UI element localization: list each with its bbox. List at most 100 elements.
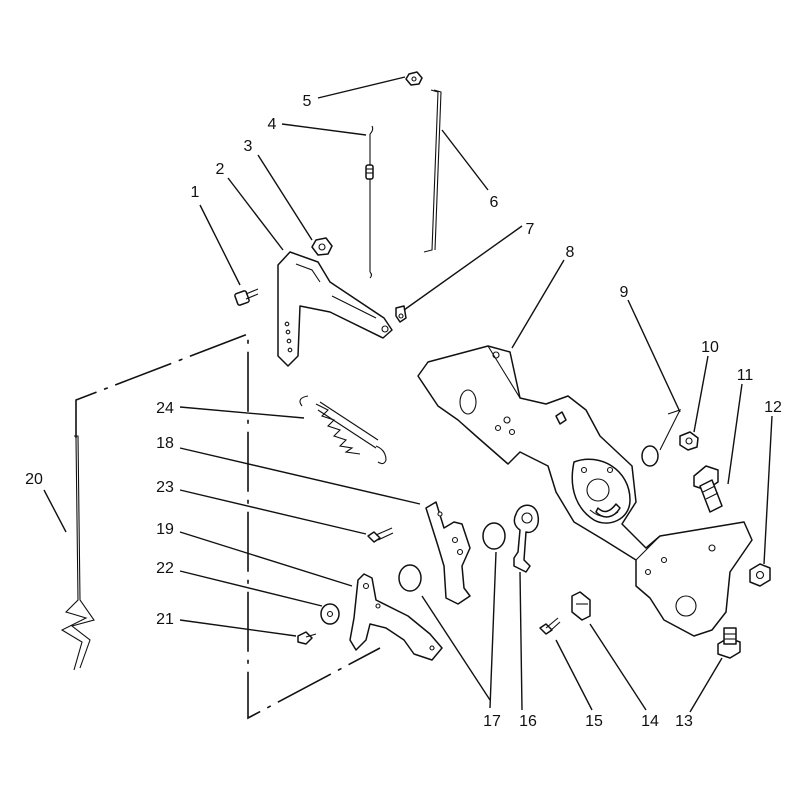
- part-23-leader-line: [179, 489, 367, 535]
- part-12-leader-line: [763, 415, 773, 565]
- part-5-number: 5: [303, 93, 312, 110]
- part-6-rod: [423, 89, 442, 253]
- part-14-clamp: [571, 591, 591, 621]
- part-9-leader-line: [627, 299, 681, 413]
- part-21-number: 21: [156, 611, 174, 628]
- part-7-clip: [395, 305, 407, 323]
- part-18-lever-bracket: [425, 501, 471, 605]
- part-19-linkage-plate: [349, 573, 443, 661]
- assembly-reference-lines: [75, 332, 381, 720]
- part-10-nut: [679, 431, 699, 451]
- part-14-callout: 14: [589, 623, 659, 730]
- part-16-callout: 16: [519, 571, 537, 730]
- part-14-leader-line: [589, 623, 647, 711]
- part-3-number: 3: [244, 138, 253, 155]
- part-4-link-rod: [365, 125, 374, 279]
- part-23-number: 23: [156, 479, 174, 496]
- part-15-callout: 15: [555, 639, 603, 730]
- part-17-washers: [398, 522, 506, 592]
- part-10-leader-line: [693, 355, 709, 433]
- part-13-leader-line: [689, 657, 723, 713]
- part-9-callout: 9: [620, 284, 681, 413]
- part-1-callout: 1: [191, 184, 241, 286]
- part-6-leader-line: [441, 129, 489, 191]
- part-15-screw: [539, 617, 561, 635]
- part-1-bolt: [234, 288, 259, 306]
- part-13-number: 13: [675, 713, 693, 730]
- part-19-number: 19: [156, 521, 174, 538]
- part-21-callout: 21: [156, 611, 297, 637]
- part-11-number: 11: [737, 367, 754, 384]
- part-2-number: 2: [216, 161, 225, 178]
- part-8-control-plate: [417, 345, 753, 637]
- part-7-number: 7: [526, 221, 535, 238]
- part-11-leader-line: [727, 383, 743, 485]
- part-12-number: 12: [764, 399, 782, 416]
- part-4-leader-line: [281, 123, 367, 136]
- part-24-callout: 24: [156, 400, 305, 419]
- part-9-pin: [641, 409, 682, 467]
- part-20-number: 20: [25, 471, 43, 488]
- part-23-callout: 23: [156, 479, 367, 535]
- part-4-number: 4: [268, 116, 277, 133]
- part-10-callout: 10: [693, 339, 719, 433]
- part-10-number: 10: [701, 339, 719, 356]
- part-3-nut: [311, 237, 333, 256]
- part-16-leader-line: [519, 571, 523, 711]
- part-23-screw: [367, 527, 394, 543]
- part-9-number: 9: [620, 284, 629, 301]
- part-24-leader-line: [179, 406, 305, 419]
- part-2-leader-line: [227, 177, 284, 251]
- part-4-callout: 4: [268, 116, 367, 136]
- part-18-callout: 18: [156, 435, 421, 505]
- part-5-leader-line: [317, 76, 406, 99]
- part-17-number: 17: [483, 713, 501, 730]
- part-5-callout: 5: [303, 76, 406, 110]
- part-22-leader-line: [179, 570, 323, 607]
- part-24-number: 24: [156, 400, 174, 417]
- part-7-callout: 7: [403, 221, 535, 311]
- part-21-leader-line: [179, 619, 297, 637]
- part-7-leader-line: [403, 225, 523, 311]
- part-8-callout: 8: [511, 244, 575, 349]
- part-5-nut: [405, 71, 423, 86]
- part-1-leader-line: [199, 204, 241, 286]
- part-3-callout: 3: [244, 138, 313, 241]
- part-18-leader-line: [179, 447, 421, 505]
- part-17-leader-line: [489, 551, 497, 709]
- part-24-spring: [299, 395, 387, 465]
- part-18-number: 18: [156, 435, 174, 452]
- part-17-callout: 17: [421, 551, 501, 730]
- part-20-callout: 20: [25, 471, 67, 533]
- part-15-number: 15: [585, 713, 603, 730]
- part-13-callout: 13: [675, 657, 723, 730]
- part-22-number: 22: [156, 560, 174, 577]
- part-21-screw: [297, 631, 317, 645]
- part-16-lever: [513, 504, 540, 573]
- part-12-callout: 12: [763, 399, 782, 565]
- part-20-bent-rod: [60, 435, 95, 671]
- part-8-leader-line: [511, 259, 565, 349]
- part-3-leader-line: [257, 154, 313, 241]
- part-17-leader-line: [421, 595, 491, 701]
- part-8-number: 8: [566, 244, 575, 261]
- part-1-number: 1: [191, 184, 200, 201]
- part-6-number: 6: [490, 194, 499, 211]
- part-15-leader-line: [555, 639, 593, 711]
- part-2-bracket: [277, 251, 393, 367]
- part-6-callout: 6: [441, 129, 499, 211]
- part-16-number: 16: [519, 713, 537, 730]
- part-2-callout: 2: [216, 161, 284, 251]
- part-11-callout: 11: [727, 367, 754, 485]
- part-22-washer: [320, 603, 340, 625]
- part-12-nut: [749, 563, 771, 587]
- part-11-bolt: [693, 465, 723, 513]
- part-19-callout: 19: [156, 521, 353, 587]
- part-20-leader-line: [43, 489, 67, 533]
- part-19-leader-line: [179, 531, 353, 587]
- part-22-callout: 22: [156, 560, 323, 607]
- part-13-bolt: [717, 627, 741, 659]
